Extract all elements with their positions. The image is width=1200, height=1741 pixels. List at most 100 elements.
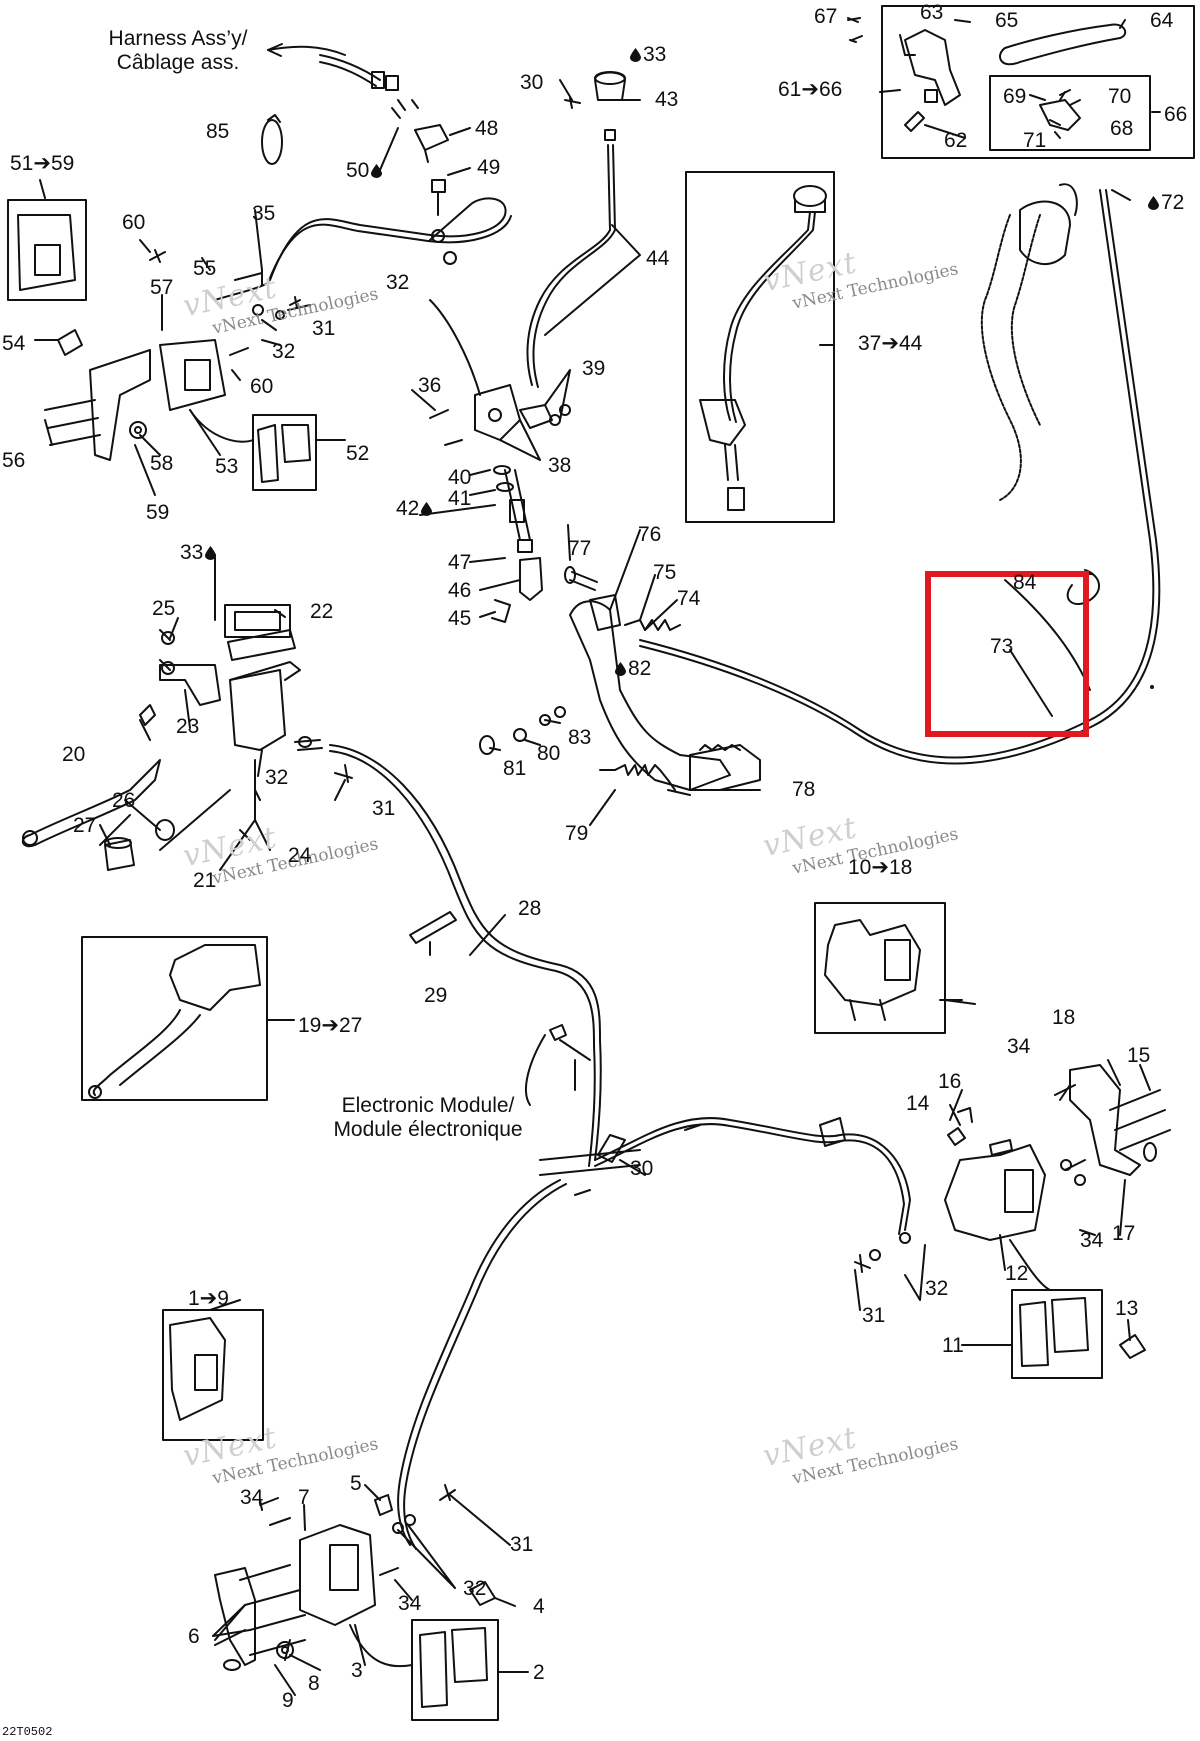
callout-79: 79 bbox=[565, 822, 589, 845]
callout-17: 17 bbox=[1112, 1222, 1136, 1245]
front-hose-main bbox=[329, 744, 602, 1161]
callout-16: 16 bbox=[938, 1070, 962, 1093]
hose-rear-left-2 bbox=[403, 1183, 567, 1550]
callout-70: 70 bbox=[1108, 85, 1132, 108]
callout-27: 27 bbox=[73, 814, 97, 837]
caliper-bottom-3 bbox=[299, 1524, 376, 1626]
callout-72-text: 72 bbox=[1161, 191, 1185, 214]
bracket-63 bbox=[904, 29, 961, 106]
master-cyl-box bbox=[699, 399, 746, 446]
callout-5: 5 bbox=[350, 1472, 362, 1495]
hose-front-upper bbox=[269, 197, 507, 281]
callout-33-text: 33 bbox=[643, 43, 667, 66]
callout-25: 25 bbox=[152, 597, 176, 620]
clip-68 bbox=[1039, 99, 1081, 131]
handlebar-grip bbox=[980, 214, 1022, 501]
module-note-line1: Electronic Module/ bbox=[341, 1094, 515, 1117]
callout-54: 54 bbox=[2, 332, 26, 355]
master-body-38 bbox=[474, 384, 521, 441]
diaphragm-22 bbox=[227, 629, 296, 661]
pad-clip-54 bbox=[57, 329, 83, 356]
clevis-46 bbox=[519, 557, 543, 601]
callout-63: 63 bbox=[920, 1, 944, 24]
bolt-60b bbox=[229, 347, 249, 356]
callout-49: 49 bbox=[477, 156, 501, 179]
cable-reservoir-2 bbox=[532, 144, 616, 388]
rear-brake-cable bbox=[639, 189, 1155, 759]
callout-66: 66 bbox=[1164, 103, 1188, 126]
callout-32b: 32 bbox=[272, 340, 296, 363]
fitting-tee bbox=[597, 1134, 626, 1163]
callout-48: 48 bbox=[475, 117, 499, 140]
bracket-76 bbox=[589, 594, 621, 631]
callout-39: 39 bbox=[582, 357, 606, 380]
box-10-18 bbox=[814, 902, 946, 1034]
caliper-right-12 bbox=[944, 1144, 1046, 1241]
callout-43: 43 bbox=[655, 88, 679, 111]
fluid-drop-icon bbox=[371, 164, 383, 178]
fluid-drop-icon bbox=[205, 546, 217, 560]
callout-74: 74 bbox=[677, 587, 701, 610]
callout-34b: 34 bbox=[1080, 1229, 1104, 1252]
callout-82-text: 82 bbox=[628, 657, 652, 680]
caliper-53 bbox=[159, 339, 226, 411]
callout-60a: 60 bbox=[122, 211, 146, 234]
callout-81: 81 bbox=[503, 757, 527, 780]
callout-31b: 31 bbox=[372, 797, 396, 820]
hose-rear-right bbox=[594, 1117, 911, 1231]
plug-14 bbox=[947, 1107, 973, 1146]
callout-69: 69 bbox=[1003, 85, 1027, 108]
callout-59: 59 bbox=[146, 501, 170, 524]
plug-5 bbox=[374, 1494, 393, 1516]
callout-41: 41 bbox=[448, 487, 472, 510]
spring-75 bbox=[624, 619, 681, 631]
callout-33b-text: 33 bbox=[180, 541, 204, 564]
callout-1-9: 1➔9 bbox=[188, 1287, 229, 1310]
pin-56 bbox=[44, 399, 101, 446]
spring-79 bbox=[614, 764, 676, 791]
callout-85: 85 bbox=[206, 120, 230, 143]
lever-64 bbox=[999, 23, 1127, 66]
bolt-31d bbox=[439, 1484, 456, 1501]
pin-45 bbox=[491, 599, 511, 623]
callout-45: 45 bbox=[448, 607, 472, 630]
bolt-34c bbox=[259, 1497, 291, 1526]
fluid-drop-icon bbox=[630, 48, 641, 62]
bracket-23 bbox=[159, 664, 221, 706]
callout-47: 47 bbox=[448, 551, 472, 574]
clip-29 bbox=[409, 911, 457, 944]
bracket-bottom bbox=[214, 1567, 256, 1666]
callout-28: 28 bbox=[518, 897, 542, 920]
callout-21: 21 bbox=[193, 869, 217, 892]
fluid-drop-icon bbox=[615, 662, 626, 676]
harness-plug bbox=[371, 71, 385, 89]
callout-57: 57 bbox=[150, 276, 174, 299]
module-note: Electronic Module/ Module électronique bbox=[306, 1094, 550, 1142]
boot-27 bbox=[104, 839, 135, 871]
callout-37-44: 37➔44 bbox=[858, 332, 923, 355]
harness-note-line1: Harness Ass’y/ bbox=[108, 27, 248, 50]
callout-29: 29 bbox=[424, 984, 448, 1007]
screw-62 bbox=[904, 111, 925, 132]
callout-65: 65 bbox=[995, 9, 1019, 32]
bracket-caliper-left bbox=[89, 349, 151, 461]
callout-15: 15 bbox=[1127, 1044, 1151, 1067]
callout-18: 18 bbox=[1052, 1006, 1076, 1029]
clamp-39 bbox=[519, 404, 553, 429]
callout-14: 14 bbox=[906, 1092, 930, 1115]
leaders bbox=[34, 17, 1161, 1696]
callout-55: 55 bbox=[193, 257, 217, 280]
hose-front-upper-2 bbox=[267, 215, 512, 284]
callout-56: 56 bbox=[2, 449, 26, 472]
bolt-34b bbox=[1054, 1084, 1086, 1171]
callout-60b: 60 bbox=[250, 375, 274, 398]
box-2 bbox=[411, 1619, 499, 1721]
switch-48 bbox=[414, 124, 449, 163]
bolt-30b bbox=[574, 1124, 701, 1196]
callout-32c: 32 bbox=[265, 766, 289, 789]
callout-7: 7 bbox=[298, 1486, 310, 1509]
callout-23: 23 bbox=[176, 715, 200, 738]
callout-44: 44 bbox=[646, 247, 670, 270]
